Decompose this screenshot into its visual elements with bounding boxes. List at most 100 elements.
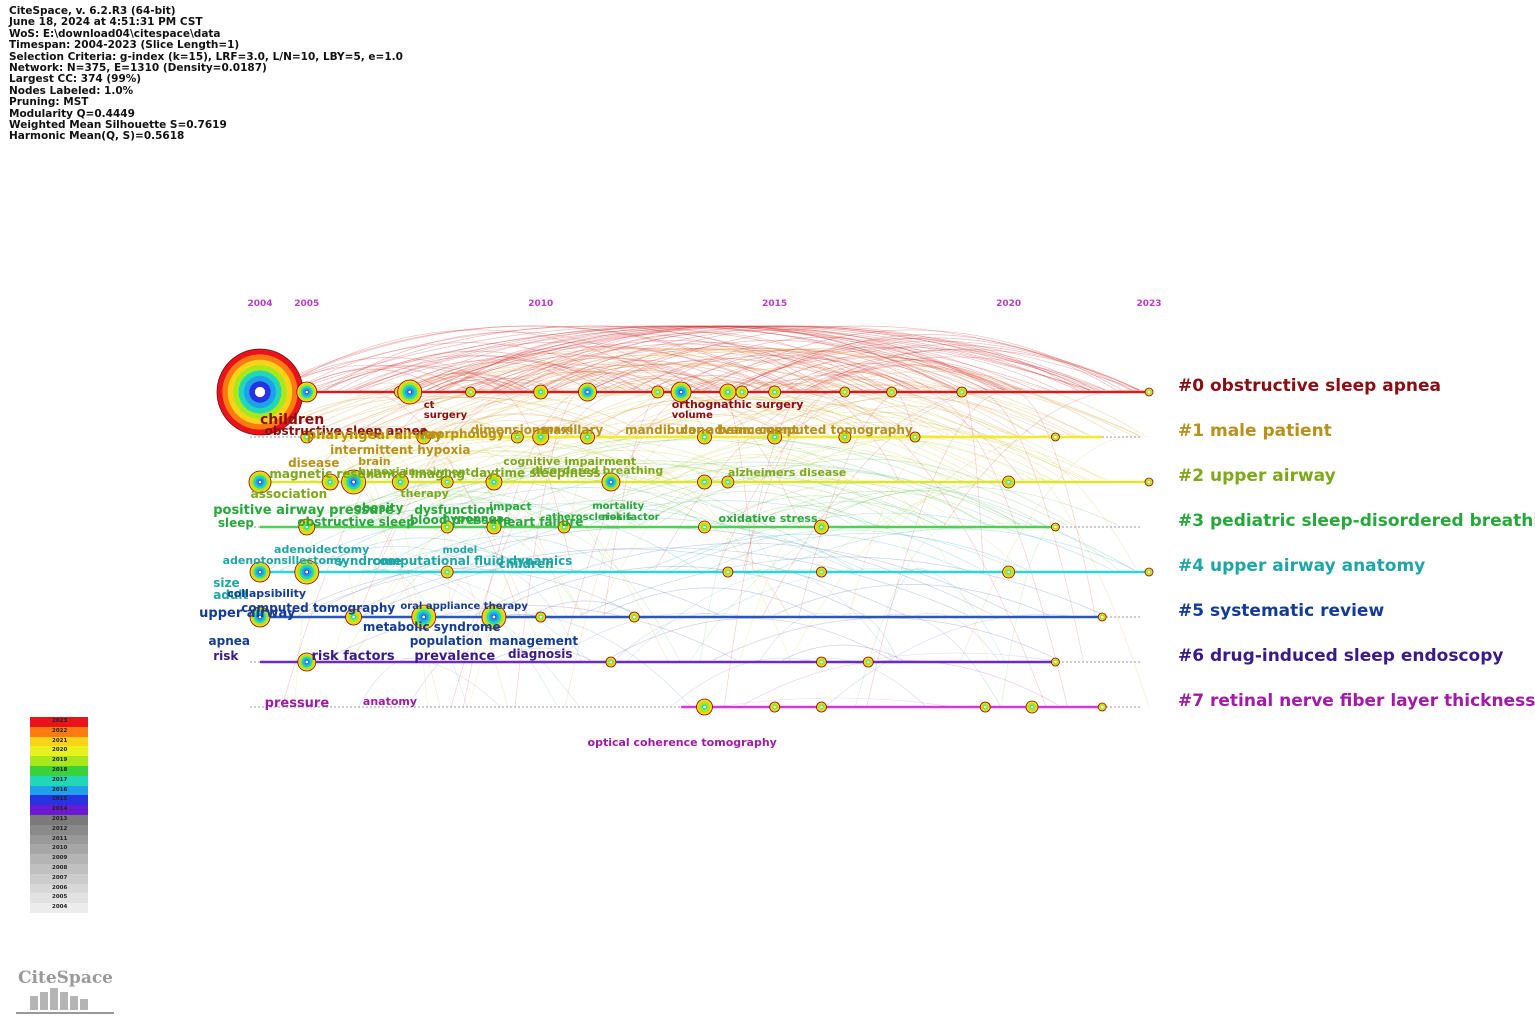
keyword-node[interactable] — [411, 604, 437, 630]
keyword-node[interactable] — [298, 518, 316, 536]
keyword-node[interactable] — [722, 566, 734, 578]
keyword-node[interactable] — [485, 473, 503, 491]
keyword-node[interactable] — [697, 429, 712, 445]
cluster-label[interactable]: #1 male patient — [1178, 421, 1332, 441]
keyword-node[interactable] — [397, 379, 423, 405]
keyword-node[interactable] — [345, 608, 362, 626]
keyword-node[interactable] — [1002, 475, 1016, 489]
keyword-node[interactable] — [628, 611, 640, 623]
keyword-node[interactable] — [670, 381, 692, 403]
keyword-node[interactable] — [440, 565, 454, 579]
keyword-node[interactable] — [909, 431, 921, 443]
keyword-node[interactable] — [605, 656, 617, 668]
keyword-node[interactable] — [465, 386, 476, 398]
keyword-node[interactable] — [321, 473, 339, 491]
keyword-node[interactable] — [557, 520, 571, 534]
keyword-node[interactable] — [1144, 477, 1154, 487]
keyword-node[interactable] — [296, 381, 318, 403]
keyword-node[interactable] — [979, 701, 991, 713]
keyword-node[interactable] — [481, 604, 507, 630]
keyword-node[interactable] — [1002, 565, 1016, 579]
keyword-node[interactable] — [416, 429, 432, 445]
keyword-node[interactable] — [838, 430, 852, 444]
keyword-node[interactable] — [216, 348, 304, 436]
keyword-node[interactable] — [601, 472, 621, 492]
keyword-node[interactable] — [767, 429, 783, 445]
keyword-node[interactable] — [249, 606, 271, 628]
keyword-node[interactable] — [440, 475, 454, 489]
link-arc — [445, 412, 594, 436]
keyword-node[interactable] — [698, 520, 711, 534]
link-arc — [799, 479, 920, 573]
keyword-node[interactable] — [1097, 702, 1107, 712]
keyword-node[interactable] — [391, 473, 409, 491]
cluster-label[interactable]: #2 upper airway — [1178, 466, 1336, 486]
link-arc — [424, 421, 516, 436]
keyword-node[interactable] — [816, 701, 827, 713]
keyword-node[interactable] — [814, 519, 829, 535]
cluster-label[interactable]: #6 drug-induced sleep endoscopy — [1178, 646, 1503, 666]
keyword-node[interactable] — [651, 385, 665, 399]
link-arc — [494, 357, 723, 391]
keyword-node[interactable] — [816, 656, 827, 668]
keyword-node[interactable] — [839, 386, 851, 398]
keyword-label: pharyngeal airway — [307, 428, 443, 443]
keyword-label: management — [489, 634, 578, 648]
link-arc — [491, 325, 955, 391]
keyword-node[interactable] — [248, 470, 272, 494]
keyword-node[interactable] — [1051, 432, 1060, 442]
node-core — [305, 570, 309, 574]
keyword-label: daytime sleepiness — [471, 466, 601, 480]
keyword-node[interactable] — [440, 520, 454, 534]
cluster-label[interactable]: #0 obstructive sleep apnea — [1178, 376, 1441, 396]
keyword-label: size — [213, 576, 239, 590]
keyword-node[interactable] — [486, 519, 502, 535]
node-core — [609, 660, 613, 664]
node-core — [820, 660, 823, 664]
link-arc — [747, 569, 895, 663]
keyword-node[interactable] — [1144, 387, 1154, 397]
cluster-label[interactable]: #7 retinal nerve fiber layer thickness — [1178, 691, 1535, 711]
legend-year-cell: 2016 — [30, 785, 88, 796]
link-arc — [734, 338, 1079, 391]
keyword-node[interactable] — [300, 430, 314, 444]
keyword-node[interactable] — [510, 430, 524, 444]
keyword-node[interactable] — [735, 385, 749, 399]
keyword-node[interactable] — [768, 385, 782, 399]
node-core — [445, 525, 449, 529]
keyword-node[interactable] — [721, 475, 735, 489]
keyword-node[interactable] — [533, 384, 549, 400]
keyword-node[interactable] — [249, 561, 271, 583]
keyword-node[interactable] — [1051, 522, 1060, 532]
keyword-node[interactable] — [580, 429, 595, 445]
keyword-node[interactable] — [535, 611, 547, 623]
keyword-node[interactable] — [697, 474, 712, 490]
keyword-node[interactable] — [886, 386, 898, 398]
keyword-label: heart failure — [499, 515, 584, 529]
node-core — [633, 615, 636, 619]
cluster-label[interactable]: #3 pediatric sleep-disordered breathing — [1178, 511, 1535, 531]
link-arc — [406, 470, 468, 481]
keyword-node[interactable] — [956, 386, 968, 398]
keyword-node[interactable] — [769, 701, 781, 713]
link-arc — [665, 512, 1113, 571]
keyword-node[interactable] — [1097, 612, 1107, 622]
link-arc — [405, 371, 529, 391]
node-core — [773, 435, 776, 439]
cluster-label[interactable]: #4 upper airway anatomy — [1178, 556, 1425, 576]
keyword-node[interactable] — [696, 698, 713, 716]
keyword-node[interactable] — [532, 428, 550, 446]
keyword-node[interactable] — [1144, 567, 1154, 577]
keyword-node[interactable] — [294, 559, 320, 585]
cluster-label[interactable]: #5 systematic review — [1178, 601, 1384, 621]
link-arc — [339, 426, 408, 436]
keyword-node[interactable] — [862, 656, 874, 668]
keyword-node[interactable] — [297, 652, 317, 672]
keyword-node[interactable] — [341, 469, 366, 495]
keyword-node[interactable] — [578, 382, 597, 402]
keyword-node[interactable] — [1051, 657, 1060, 667]
keyword-node[interactable] — [1025, 700, 1039, 714]
keyword-label: risk factor — [602, 512, 660, 523]
keyword-node[interactable] — [816, 566, 827, 578]
